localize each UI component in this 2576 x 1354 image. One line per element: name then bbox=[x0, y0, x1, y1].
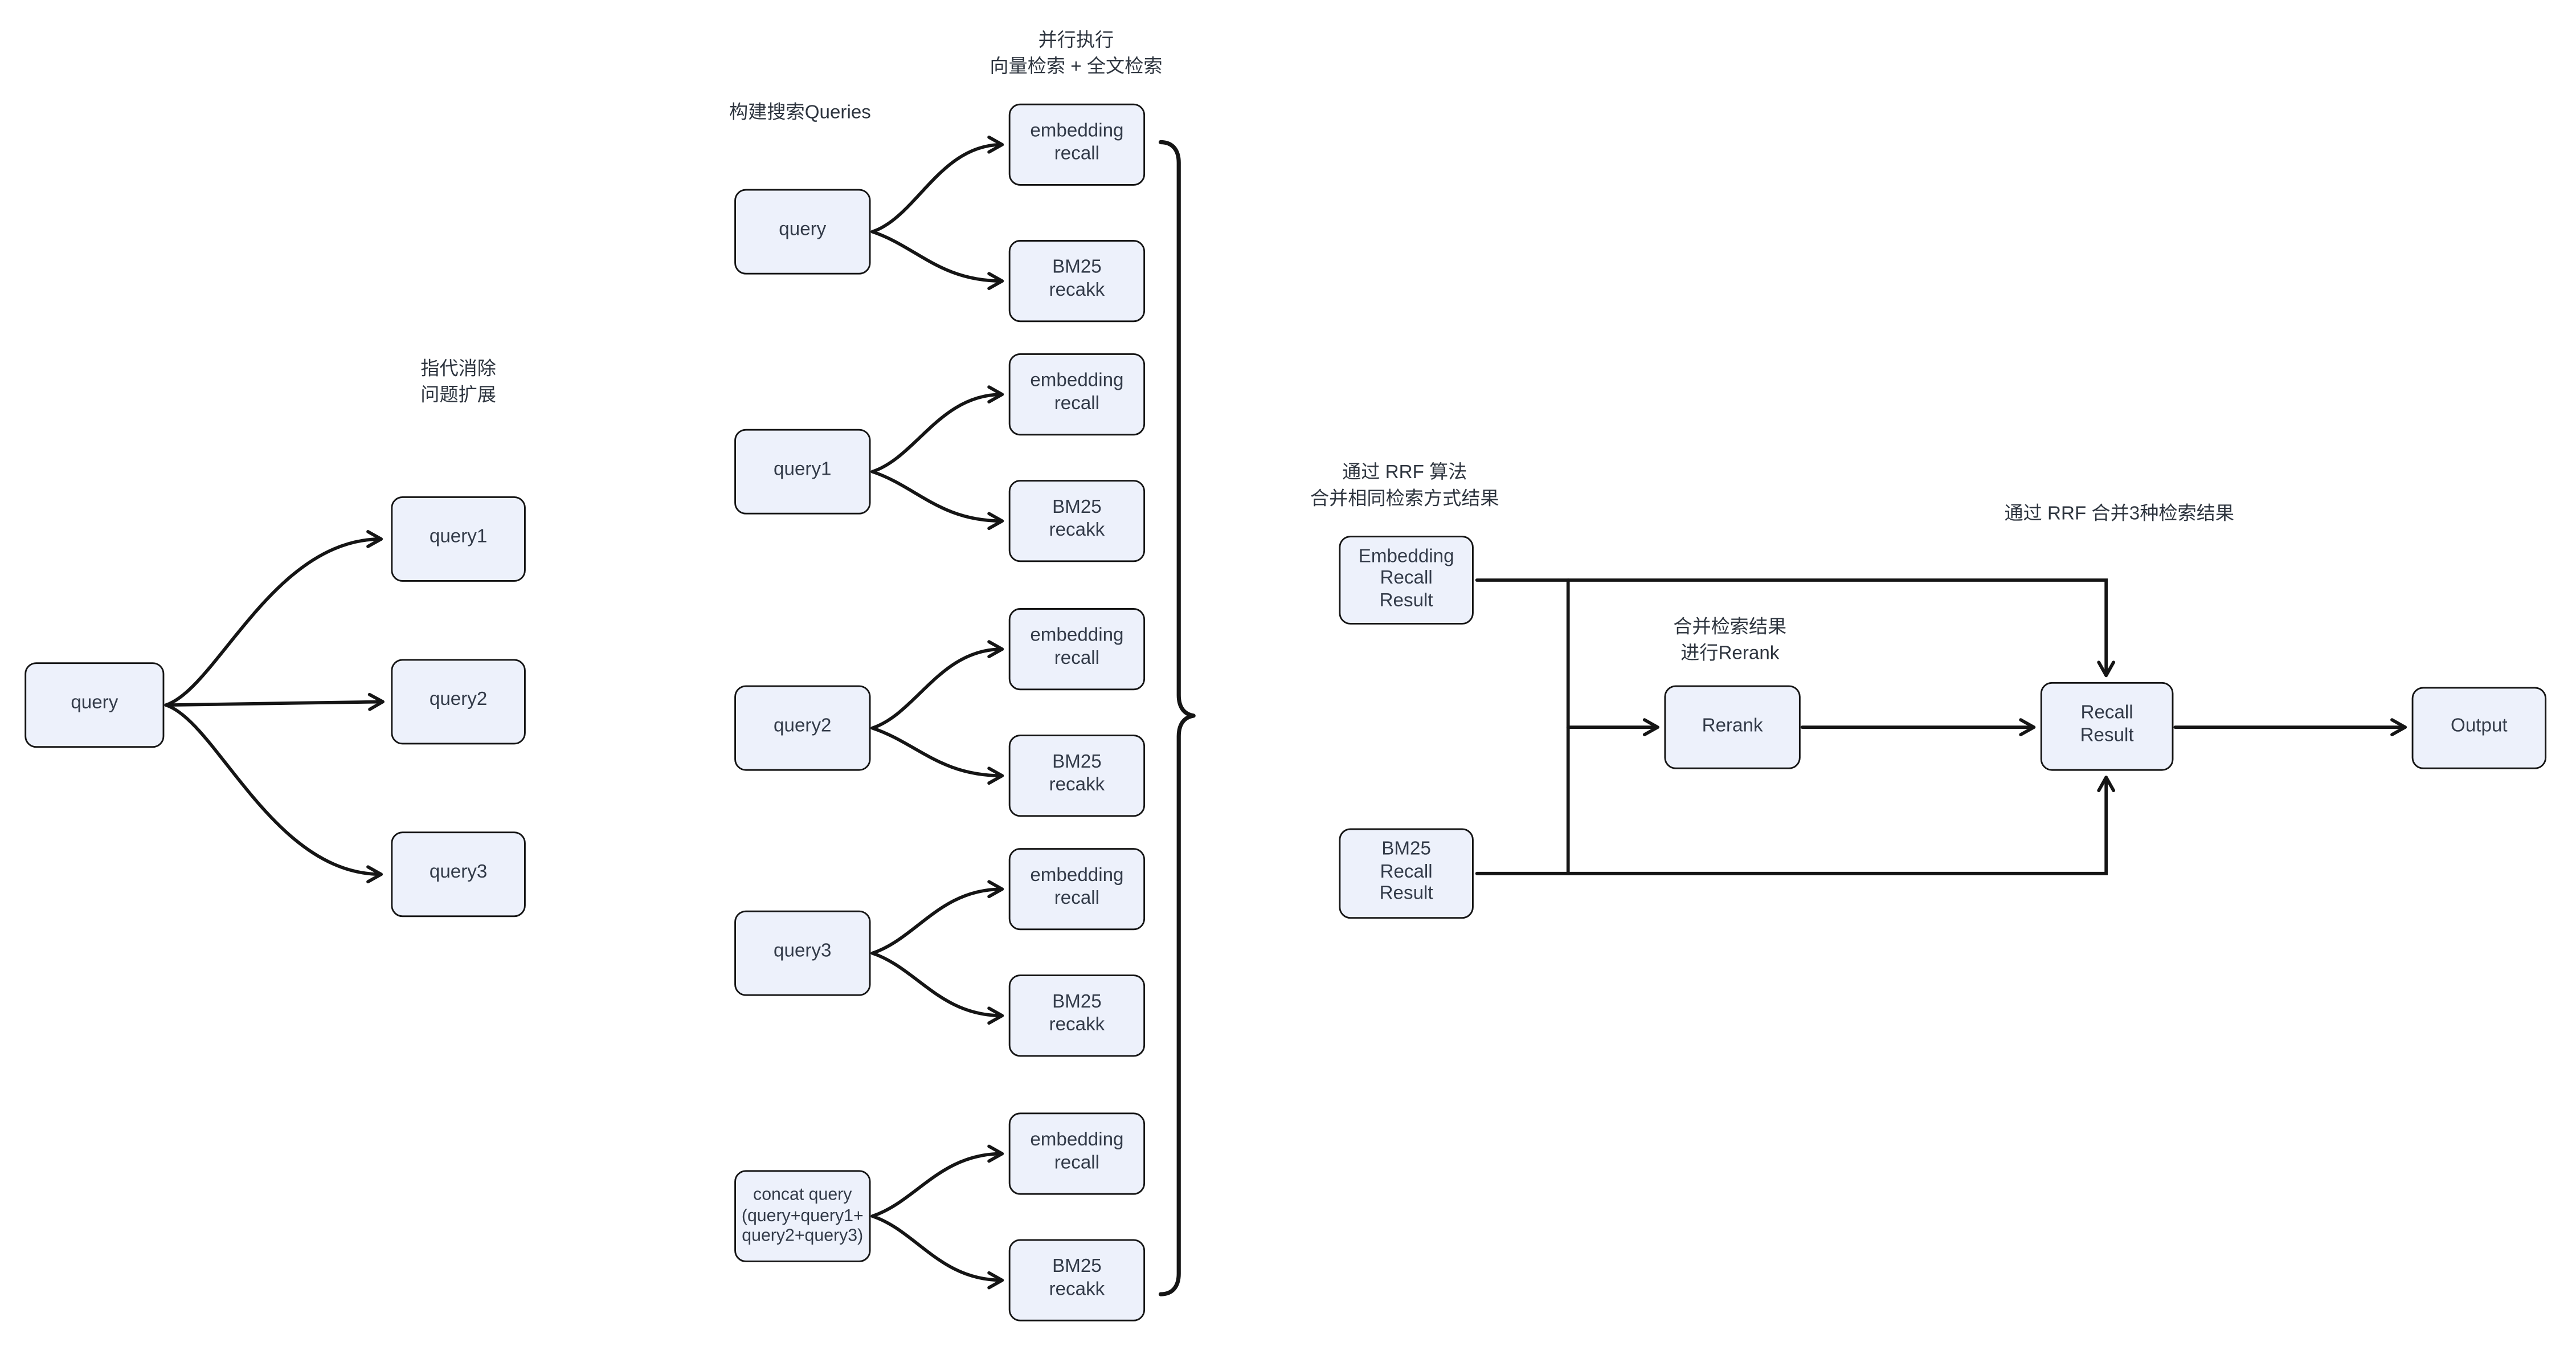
edge-concat-to-embedding4 bbox=[870, 1144, 1004, 1218]
edge-query-to-query2 bbox=[164, 692, 385, 711]
edge-midquery0-to-bm25-0 bbox=[870, 230, 1004, 291]
edge-midquery2-to-bm25-2 bbox=[870, 726, 1004, 785]
edge-embedding-result-to-recall-result bbox=[1475, 578, 2116, 678]
node-embedding-recall-2: embedding recall bbox=[1008, 608, 1146, 691]
rrf-merge-edges bbox=[1475, 578, 2407, 875]
grouping-brace bbox=[1158, 140, 1196, 1296]
node-bm25-recall-2: BM25 recakk bbox=[1008, 735, 1146, 817]
edge-midquery2-to-embedding2 bbox=[870, 640, 1004, 730]
node-query-source: query bbox=[24, 662, 165, 748]
label-parallel-exec: 并行执行 向量检索 + 全文检索 bbox=[989, 31, 1163, 78]
node-bm25-recall-1: BM25 recakk bbox=[1008, 480, 1146, 562]
node-mid-query1: query1 bbox=[734, 429, 871, 515]
node-recall-result: Recall Result bbox=[2040, 682, 2174, 771]
node-embedding-recall-1: embedding recall bbox=[1008, 353, 1146, 436]
label-build-queries: 构建搜索Queries bbox=[729, 103, 871, 124]
node-query3: query3 bbox=[391, 831, 526, 917]
node-mid-query2: query2 bbox=[734, 685, 871, 771]
label-coref-expand: 指代消除 问题扩展 bbox=[420, 360, 496, 406]
node-embedding-recall-0: embedding recall bbox=[1008, 103, 1146, 186]
node-query2: query2 bbox=[391, 659, 526, 745]
edge-bm25-result-to-recall-result bbox=[1475, 776, 2116, 875]
edge-concat-to-bm25-4 bbox=[870, 1214, 1004, 1290]
node-concat-query: concat query (query+query1+ query2+query… bbox=[734, 1170, 871, 1262]
node-embedding-recall-result: Embedding Recall Result bbox=[1339, 536, 1474, 625]
node-mid-query: query bbox=[734, 189, 871, 275]
node-bm25-recall-4: BM25 recakk bbox=[1008, 1239, 1146, 1322]
node-mid-query3: query3 bbox=[734, 910, 871, 996]
edge-midquery3-to-embedding3 bbox=[870, 880, 1004, 955]
left-expansion-edges bbox=[164, 530, 385, 884]
label-rrf-merge-three: 通过 RRF 合并3种检索结果 bbox=[2004, 504, 2235, 524]
edge-midquery3-to-bm25-3 bbox=[870, 951, 1004, 1025]
edge-query-to-query3 bbox=[164, 703, 383, 884]
node-embedding-recall-4: embedding recall bbox=[1008, 1112, 1146, 1195]
node-embedding-recall-3: embedding recall bbox=[1008, 848, 1146, 931]
edge-midquery1-to-embedding1 bbox=[870, 385, 1004, 474]
node-bm25-recall-result: BM25 Recall Result bbox=[1339, 828, 1474, 919]
node-bm25-recall-0: BM25 recakk bbox=[1008, 240, 1146, 323]
edge-midquery0-to-embedding0 bbox=[870, 135, 1004, 234]
node-rerank: Rerank bbox=[1664, 685, 1801, 769]
edge-query-to-query1 bbox=[164, 530, 383, 707]
edge-midquery1-to-bm25-1 bbox=[870, 470, 1004, 531]
label-merge-rerank: 合并检索结果 进行Rerank bbox=[1673, 618, 1787, 664]
node-bm25-recall-3: BM25 recakk bbox=[1008, 974, 1146, 1057]
label-rrf-merge-same: 通过 RRF 算法 合并相同检索方式结果 bbox=[1310, 463, 1499, 510]
parallel-recall-edges bbox=[870, 135, 1004, 1290]
node-query1: query1 bbox=[391, 496, 526, 582]
node-output: Output bbox=[2411, 687, 2547, 769]
